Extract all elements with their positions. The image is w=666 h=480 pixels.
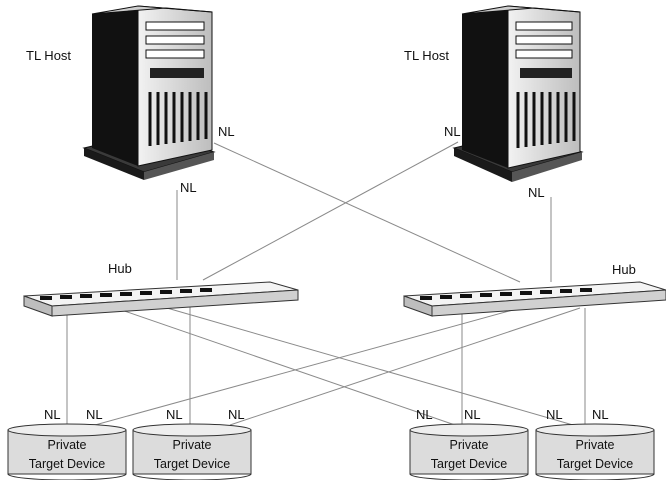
device-3-port-b: NL bbox=[464, 407, 481, 422]
hub-right: Hub bbox=[403, 262, 666, 317]
host-right-port-bottom: NL bbox=[528, 185, 545, 200]
tl-host-left: TL Host NL NL bbox=[26, 5, 235, 195]
device-3-port-a: NL bbox=[416, 407, 433, 422]
target-device-4: Private Target Device NL NL bbox=[535, 407, 655, 480]
target-device-2: Private Target Device NL NL bbox=[132, 407, 252, 480]
link-hub1-dev3 bbox=[109, 305, 456, 426]
device-4-port-b: NL bbox=[592, 407, 609, 422]
device-1-port-a: NL bbox=[44, 407, 61, 422]
hub-right-label: Hub bbox=[612, 262, 636, 277]
link-hub2-dev1 bbox=[94, 307, 521, 426]
device-3-line2: Target Device bbox=[431, 457, 507, 471]
hub-left: Hub bbox=[23, 261, 299, 317]
device-4-line2: Target Device bbox=[557, 457, 633, 471]
link-host1-hub2 bbox=[213, 142, 521, 283]
device-2-line1: Private bbox=[173, 438, 212, 452]
host-left-port-bottom: NL bbox=[180, 180, 197, 195]
device-1-line1: Private bbox=[48, 438, 87, 452]
host-right-port-side: NL bbox=[444, 124, 461, 139]
link-hub1-dev4 bbox=[159, 305, 574, 426]
device-3-line1: Private bbox=[450, 438, 489, 452]
device-1-line2: Target Device bbox=[29, 457, 105, 471]
tl-host-right: TL Host NL NL bbox=[404, 5, 584, 200]
link-hub2-dev2 bbox=[229, 307, 581, 426]
device-1-port-b: NL bbox=[86, 407, 103, 422]
device-4-line1: Private bbox=[576, 438, 615, 452]
device-2-port-a: NL bbox=[166, 407, 183, 422]
host-right-label: TL Host bbox=[404, 48, 449, 63]
device-2-port-b: NL bbox=[228, 407, 245, 422]
host-left-port-side: NL bbox=[218, 124, 235, 139]
connection-lines bbox=[66, 141, 586, 428]
host-left-label: TL Host bbox=[26, 48, 71, 63]
target-device-3: Private Target Device NL NL bbox=[409, 407, 529, 480]
link-host2-hub1 bbox=[202, 141, 459, 281]
device-4-port-a: NL bbox=[546, 407, 563, 422]
hub-left-label: Hub bbox=[108, 261, 132, 276]
device-2-line2: Target Device bbox=[154, 457, 230, 471]
target-device-1: Private Target Device NL NL bbox=[7, 407, 127, 480]
